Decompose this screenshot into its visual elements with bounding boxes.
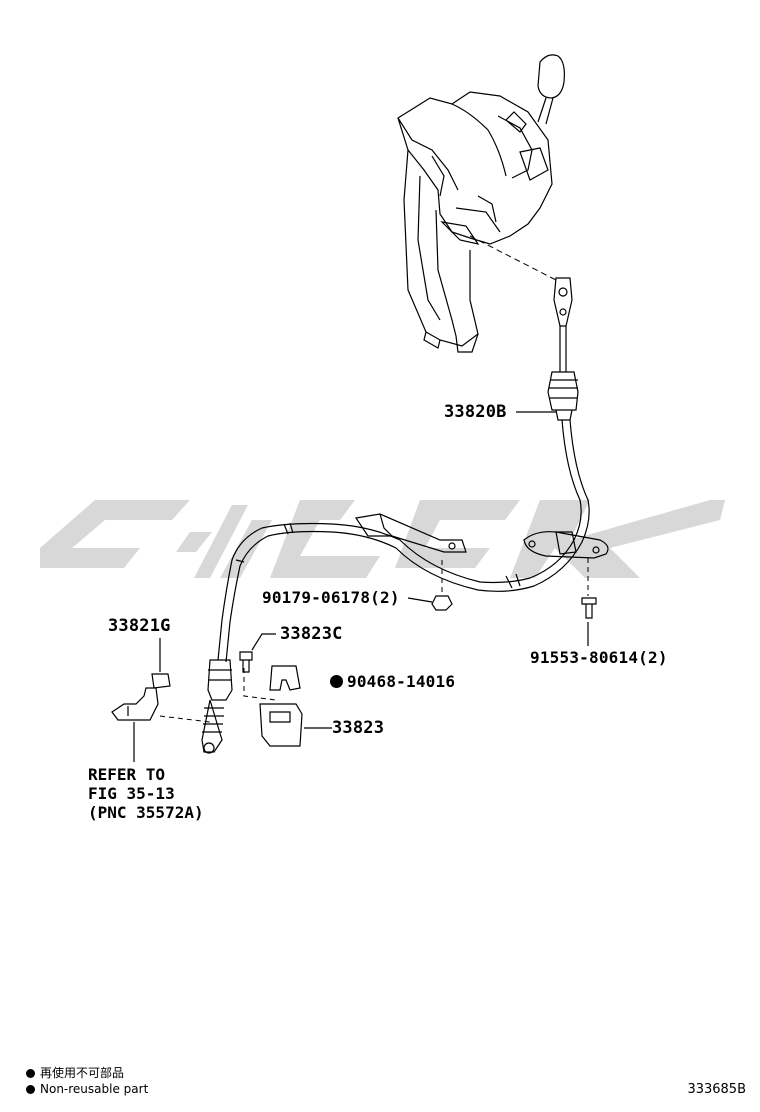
shift-cable [201,277,609,754]
refer-line-1: REFER TO [88,765,166,784]
connection-dashes [469,235,557,281]
part-label-33823: 33823 [332,718,385,738]
part-label-91553-80614: 91553-80614(2) [530,648,668,667]
non-reusable-dot-icon [330,675,343,688]
part-label-33821g: 33821G [108,616,171,636]
nut-icon [431,595,453,611]
bracket-icon [111,687,159,721]
legend-jp-text: 再使用不可部品 [40,1066,125,1080]
part-number: 90468-14016 [347,672,456,691]
bullet-dot-icon [26,1085,35,1094]
part-label-90468-14016: 90468-14016 [330,672,455,691]
bullet-dot-icon [26,1069,35,1078]
bolt-icon-2 [239,651,253,673]
figure-id: 333685B [687,1082,746,1097]
shift-lever-assembly [397,54,565,353]
part-label-90179-06178: 90179-06178(2) [262,588,400,607]
legend-en: Non-reusable part [26,1082,148,1096]
legend-en-text: Non-reusable part [40,1082,149,1096]
bolt-icon [581,597,597,619]
part-label-33823c: 33823C [280,624,343,644]
refer-note: REFER TO FIG 35-13 (PNC 35572A) [88,765,204,822]
retainer-clip-icon [269,665,301,691]
plate-icon [259,703,303,747]
clip-icon [151,673,171,689]
assembly-dashes [159,558,589,723]
small-parts [111,595,597,747]
watermark-logo [40,500,725,578]
refer-line-2: FIG 35-13 [88,784,175,803]
part-label-33820b: 33820B [444,402,507,422]
refer-line-3: (PNC 35572A) [88,803,204,822]
leader-lines [133,411,589,762]
legend-jp: 再使用不可部品 [26,1064,124,1081]
